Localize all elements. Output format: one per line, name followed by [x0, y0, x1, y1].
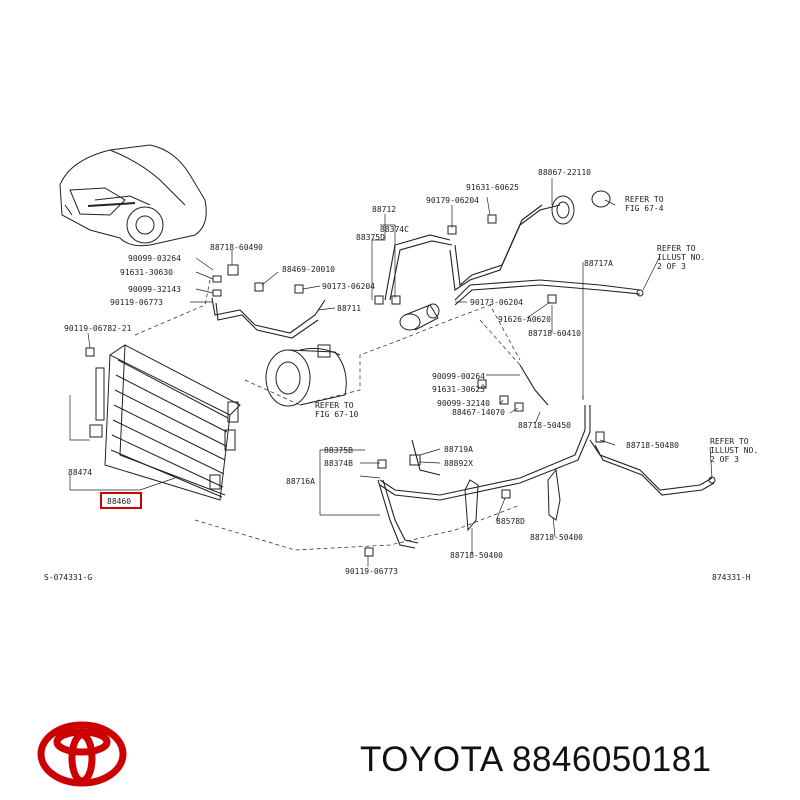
- label-88718-60410: 88718-60410: [528, 329, 581, 338]
- part-labels: 88867-22110 91631-60625 REFER TO FIG 67-…: [44, 168, 758, 582]
- label-88718-50450: 88718-50450: [518, 421, 571, 430]
- label-90119-06773: 90119-06773: [110, 298, 163, 307]
- vehicle-sketch: [59, 144, 207, 247]
- label-refer-illust2-a: REFER TO: [710, 437, 749, 446]
- label-90099-00264: 90099-00264: [432, 372, 485, 381]
- label-88867-22110: 88867-22110: [538, 168, 591, 177]
- label-refer-illust-b: ILLUST NO.: [657, 253, 705, 262]
- condenser-88460: [85, 344, 241, 501]
- label-88374b: 88374B: [324, 459, 353, 468]
- label-refer-illust2-b: ILLUST NO.: [710, 446, 758, 455]
- label-refer-fig67-4-a: REFER TO: [625, 195, 664, 204]
- fittings: [212, 190, 716, 557]
- label-90173-06204-b: 90173-06204: [470, 298, 523, 307]
- label-refer-illust-c: 2 OF 3: [657, 262, 686, 271]
- label-88469-20010: 88469-20010: [282, 265, 335, 274]
- label-88712: 88712: [372, 205, 396, 214]
- label-refer-fig67-4-b: FIG 67-4: [625, 204, 664, 213]
- label-88578d: 88578D: [496, 517, 525, 526]
- label-90099-32143: 90099-32143: [128, 285, 181, 294]
- brand-name: TOYOTA: [360, 740, 502, 779]
- label-88474: 88474: [68, 468, 92, 477]
- label-90099-03264: 90099-03264: [128, 254, 181, 263]
- label-refer-fig67-10-a: REFER TO: [315, 401, 354, 410]
- label-88375d: 88375D: [356, 233, 385, 242]
- label-88467-14070: 88467-14070: [452, 408, 505, 417]
- label-88892x: 88892X: [444, 459, 473, 468]
- leader-lines: [69, 178, 713, 567]
- dashed-outlines: [134, 279, 584, 551]
- label-88711: 88711: [337, 304, 361, 313]
- drawing-code-left: S-074331-G: [44, 573, 92, 582]
- label-88718-60490: 88718-60490: [210, 243, 263, 252]
- label-88374c: 88374C: [380, 225, 409, 234]
- ac-pipes: [211, 204, 715, 549]
- label-88375b: 88375B: [324, 446, 353, 455]
- toyota-logo-icon: [37, 721, 127, 787]
- label-91631-30630: 91631-30630: [120, 268, 173, 277]
- label-88719a: 88719A: [444, 445, 473, 454]
- label-91626-a0620: 91626-A0620: [498, 315, 551, 324]
- label-88717a: 88717A: [584, 259, 613, 268]
- label-90119-06773-b: 90119-06773: [345, 567, 398, 576]
- label-refer-illust-a: REFER TO: [657, 244, 696, 253]
- label-90173-06204: 90173-06204: [322, 282, 375, 291]
- part-number: 8846050181: [511, 740, 712, 779]
- label-90119-06782: 90119-06782-21: [64, 324, 132, 333]
- label-90179-06204: 90179-06204: [426, 196, 479, 205]
- label-88718-50400-b: 88718-50400: [450, 551, 503, 560]
- label-90099-32140: 90099-32140: [437, 399, 490, 408]
- label-88718-50480: 88718-50480: [626, 441, 679, 450]
- label-88718-50400: 88718-50400: [530, 533, 583, 542]
- brand-caption: TOYOTA 8846050181: [360, 740, 712, 780]
- label-refer-fig67-10-b: FIG 67-10: [315, 410, 359, 419]
- highlight-88460: [100, 492, 142, 509]
- label-91631-60625: 91631-60625: [466, 183, 519, 192]
- compressor: [265, 344, 347, 407]
- label-88460: 88460: [107, 497, 131, 506]
- receiver-drier: [399, 303, 440, 331]
- label-88716a: 88716A: [286, 477, 315, 486]
- label-refer-illust2-c: 2 OF 3: [710, 455, 739, 464]
- drawing-code-right: 874331-H: [712, 573, 751, 582]
- label-91631-30625: 91631-30625: [432, 385, 485, 394]
